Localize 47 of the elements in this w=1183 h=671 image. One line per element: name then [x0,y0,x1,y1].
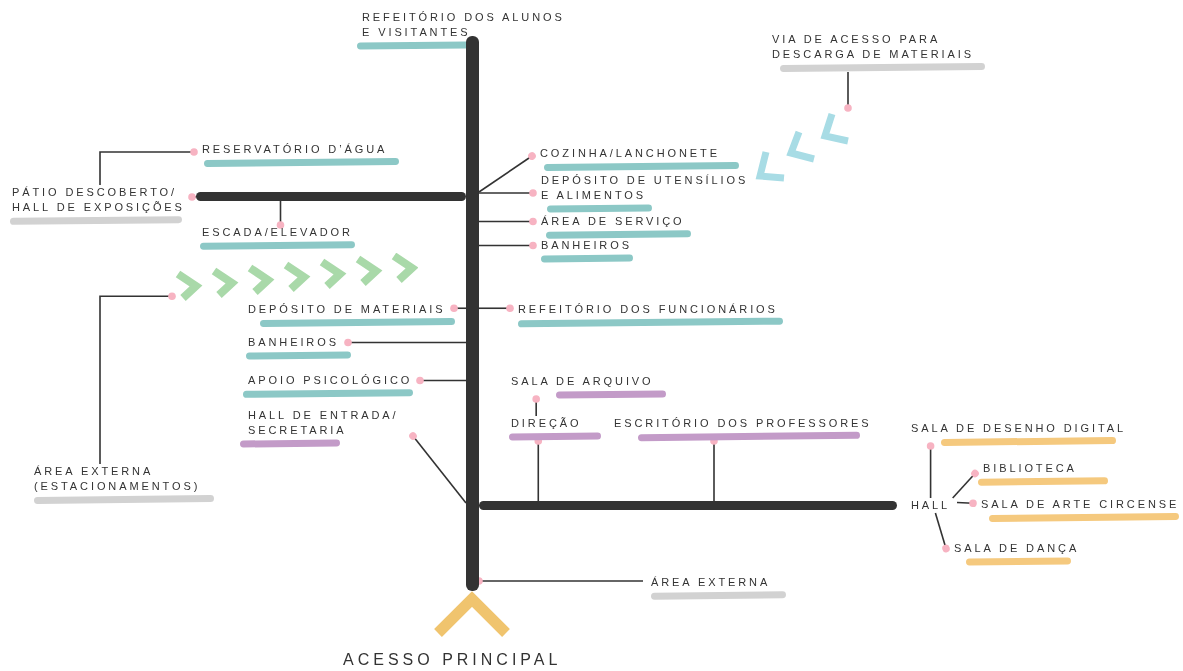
leader-line [188,193,197,201]
leader-line [934,512,950,553]
room-label: ESCRITÓRIO DOS PROFESSORES [614,416,873,431]
leader-line [416,376,467,385]
leader-line [99,148,198,186]
room-label: ÁREA EXTERNA [651,575,772,590]
leader-line [450,304,467,313]
leader-line [478,189,537,197]
room-label: DIREÇÃO [511,416,583,431]
room-label: APOIO PSICOLÓGICO [248,373,414,388]
room-label: PÁTIO DESCOBERTO/ HALL DE EXPOSIÇÕES [12,185,186,215]
room-label: VIA DE ACESSO PARA DESCARGA DE MATERIAIS [772,32,975,62]
room-label: COZINHA/LANCHONETE [540,146,721,161]
leader-line [478,241,537,250]
leader-line [844,71,852,112]
room-label: HALL [911,498,952,513]
leader-line [344,338,467,347]
room-label: BIBLIOTECA [983,461,1078,476]
leader-line [478,304,514,313]
room-label: ESCADA/ELEVADOR [202,225,354,240]
room-label: SALA DE DANÇA [954,541,1081,556]
room-label: SALA DE ARQUIVO [511,374,655,389]
room-label: RESERVATÓRIO D’ÁGUA [202,142,389,157]
room-label: BANHEIROS [541,238,633,253]
leader-line [951,469,979,499]
room-label: DEPÓSITO DE MATERIAIS [248,302,447,317]
room-label: REFEITÓRIO DOS FUNCIONÁRIOS [518,302,779,317]
room-label: BANHEIROS [248,335,340,350]
room-label: REFEITÓRIO DOS ALUNOS E VISITANTES [362,10,566,40]
entrance-label: ACESSO PRINCIPAL [343,650,562,669]
room-label: SALA DE ARTE CIRCENSE [981,497,1181,512]
room-label: ÁREA DE SERVIÇO [541,214,686,229]
room-label: ÁREA EXTERNA (ESTACIONAMENTOS) [34,464,202,494]
leader-line [926,442,935,499]
leader-line [409,432,467,504]
corridor-bar [466,36,479,591]
leader-line [956,499,977,508]
leader-line [478,152,536,193]
leader-line [99,292,176,465]
room-label: DEPÓSITO DE UTENSÍLIOS E ALIMENTOS [541,173,750,203]
room-label: HALL DE ENTRADA/ SECRETARIA [248,408,400,438]
corridor-bar [196,192,466,201]
corridor-bar [479,501,897,510]
room-label: SALA DE DESENHO DIGITAL [911,421,1128,436]
leader-line [276,200,285,229]
leader-line [478,217,537,226]
leader-line [532,395,540,417]
